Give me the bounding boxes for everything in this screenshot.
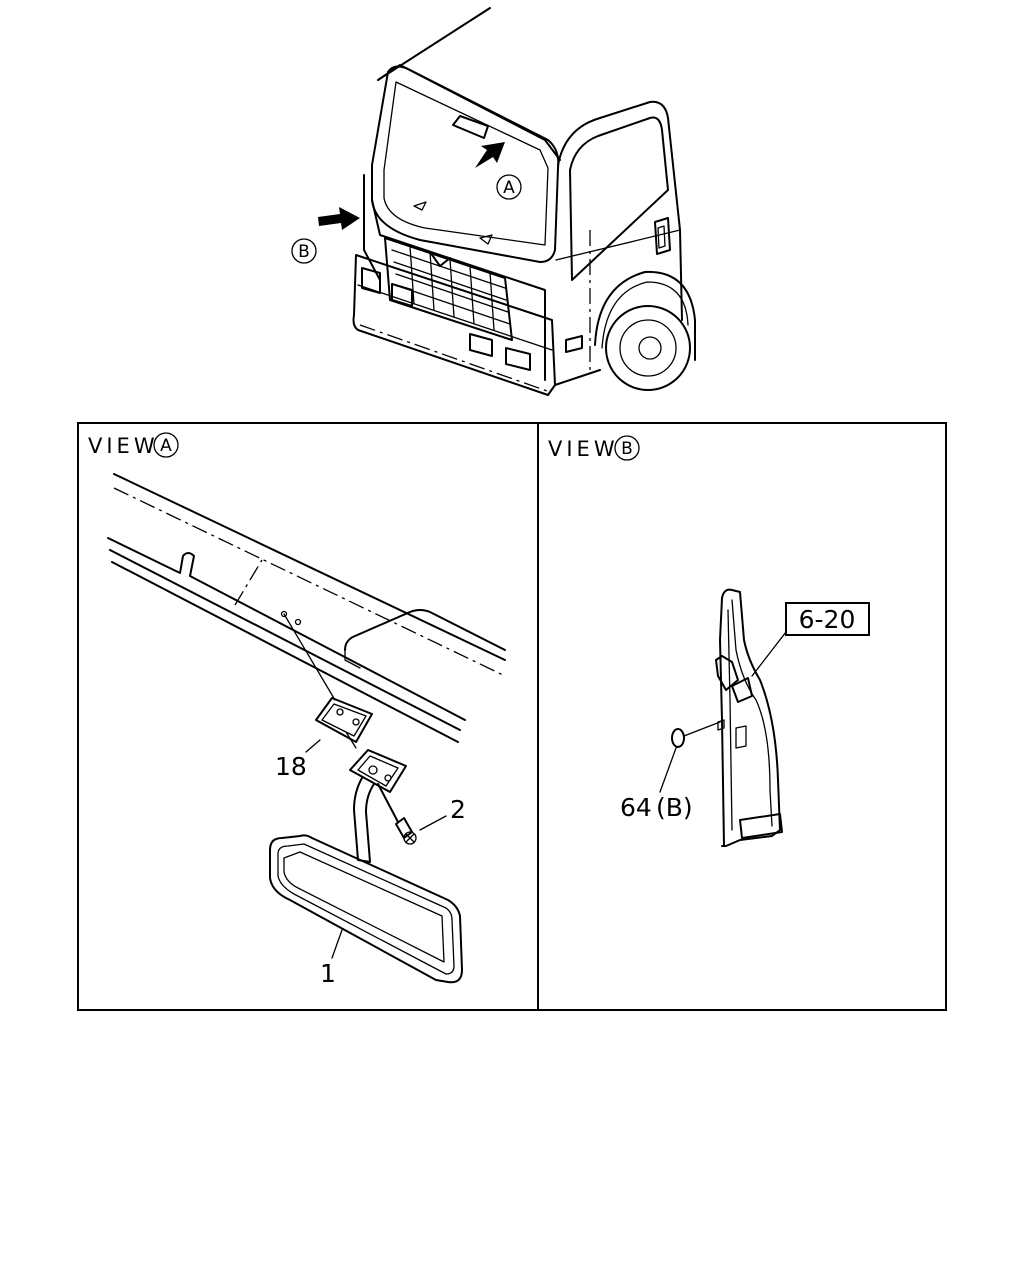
plug — [671, 721, 721, 748]
mirror-mounting-pad — [315, 697, 373, 743]
part-label-plug-suffix: (B) — [656, 793, 693, 822]
svg-text:B: B — [298, 242, 310, 262]
view-a-marker-circle — [153, 432, 179, 458]
view-b-arrow — [318, 207, 360, 230]
front-pillar — [715, 588, 783, 847]
screw-leader — [419, 815, 447, 831]
header-rail — [107, 473, 506, 743]
mirror-bracket — [349, 749, 407, 793]
ref-leader — [751, 631, 787, 677]
rear-view-mirror — [269, 834, 463, 984]
view-b-callout-marker: B — [291, 238, 317, 264]
view-a-marker: A — [160, 436, 172, 456]
truck-cab-illustration — [352, 7, 696, 396]
view-b-marker-circle — [614, 435, 640, 461]
part-label-pad: 18 — [275, 752, 307, 781]
part-label-mirror: 1 — [320, 959, 336, 988]
views-frame — [77, 422, 947, 1011]
part-label-screw: 2 — [450, 795, 466, 824]
view-b-panel: VIEW B 6-20 64 (B) — [548, 435, 870, 847]
screw — [377, 783, 417, 845]
view-b-marker: B — [621, 439, 633, 459]
reference-box-6-20: 6-20 — [785, 602, 870, 636]
view-a-arrow — [475, 142, 505, 168]
view-a-title: VIEW — [88, 434, 159, 458]
plug-leader — [659, 747, 677, 793]
pad-leader — [305, 739, 321, 753]
view-b-title: VIEW — [548, 437, 619, 461]
part-label-plug: 64 — [620, 793, 652, 822]
svg-text:6-20: 6-20 — [799, 605, 856, 634]
view-a-panel: VIEW A — [88, 432, 506, 988]
svg-text:A: A — [503, 178, 515, 198]
mirror-leader — [331, 929, 343, 959]
view-a-callout-marker: A — [496, 174, 522, 200]
